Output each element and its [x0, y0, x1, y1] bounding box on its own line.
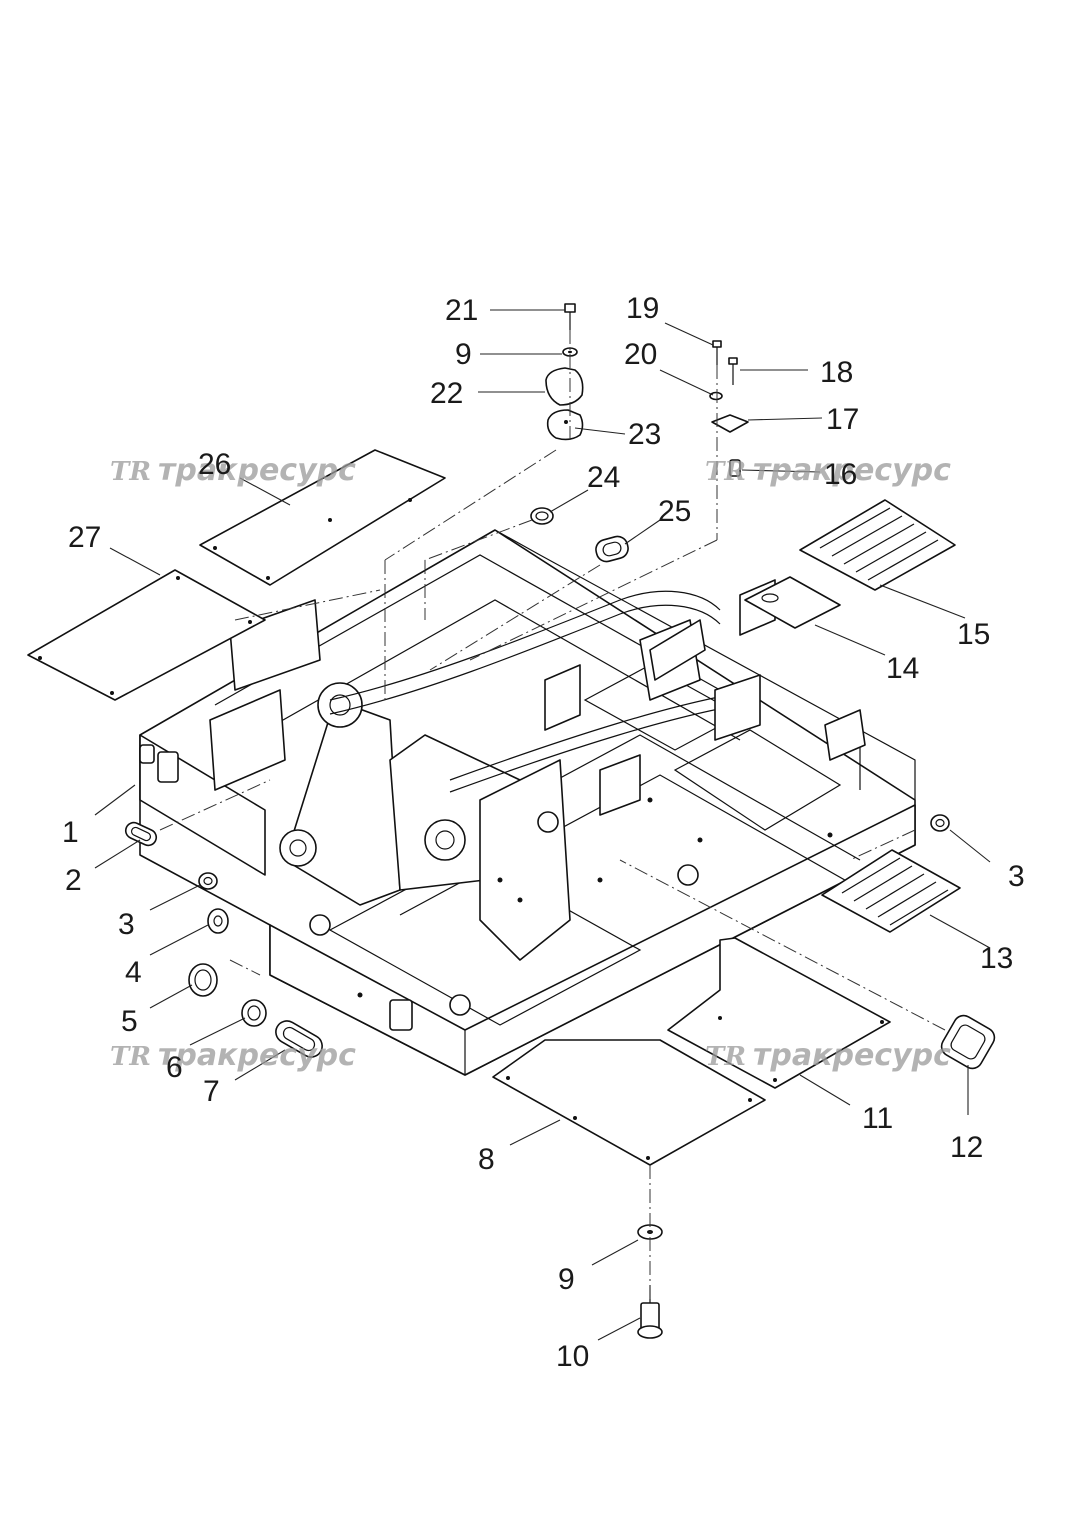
watermark-3: TR тракресурс: [110, 1038, 356, 1073]
watermark-2: TR тракресурс: [705, 453, 951, 488]
callout-11: 11: [862, 1102, 893, 1135]
cover-plate-27: [27, 569, 266, 701]
callout-9-bottom: 9: [558, 1263, 575, 1296]
callout-1: 1: [62, 816, 79, 849]
callout-2: 2: [65, 864, 82, 897]
watermark-1: TR тракресурс: [110, 453, 356, 488]
svg-text:тракресурс: тракресурс: [753, 453, 951, 488]
svg-text:TR: TR: [110, 1042, 151, 1072]
callout-4: 4: [125, 956, 142, 989]
callout-10: 10: [556, 1340, 589, 1373]
callout-13: 13: [980, 942, 1013, 975]
callout-5: 5: [121, 1005, 138, 1038]
callout-7: 7: [203, 1075, 220, 1108]
callout-14: 14: [886, 652, 919, 685]
callout-25: 25: [658, 495, 691, 528]
svg-text:TR: TR: [705, 1042, 746, 1072]
callout-9-top: 9: [455, 338, 472, 371]
callout-24: 24: [587, 461, 620, 494]
svg-text:TR: TR: [705, 457, 746, 487]
svg-text:тракресурс: тракресурс: [158, 453, 356, 488]
leader-lines: [94, 309, 991, 1341]
assembly-centerlines: [159, 330, 946, 1300]
watermarks: TR тракресурс TR тракресурс TR тракресур…: [110, 453, 951, 1073]
callout-19: 19: [626, 292, 659, 325]
svg-text:тракресурс: тракресурс: [158, 1038, 356, 1073]
callout-20: 20: [624, 338, 657, 371]
callout-21: 21: [445, 294, 478, 327]
main-frame: [139, 529, 916, 1076]
bottom-plate-11: [667, 937, 891, 1089]
callout-labels: 21 9 22 23 19 20 18 17 16 26 24 25 27 15…: [62, 292, 1025, 1373]
callout-23: 23: [628, 418, 661, 451]
grille-plate-13: [821, 849, 961, 933]
svg-text:TR: TR: [110, 457, 151, 487]
callout-16: 16: [824, 458, 857, 491]
callout-3-right: 3: [1008, 860, 1025, 893]
cover-plate-26: [199, 449, 446, 586]
callout-22: 22: [430, 377, 463, 410]
cover-plate-14: [744, 576, 841, 629]
callout-15: 15: [957, 618, 990, 651]
callout-18: 18: [820, 356, 853, 389]
callout-8: 8: [478, 1143, 495, 1176]
callout-27: 27: [68, 521, 101, 554]
callout-12: 12: [950, 1131, 983, 1164]
callout-3-left: 3: [118, 908, 135, 941]
callout-6: 6: [166, 1051, 183, 1084]
watermark-4: TR тракресурс: [705, 1038, 951, 1073]
svg-text:тракресурс: тракресурс: [753, 1038, 951, 1073]
cover-plates: [27, 449, 961, 1166]
callout-26: 26: [198, 448, 231, 481]
callout-17: 17: [826, 403, 859, 436]
bottom-plate-8: [492, 1039, 766, 1166]
